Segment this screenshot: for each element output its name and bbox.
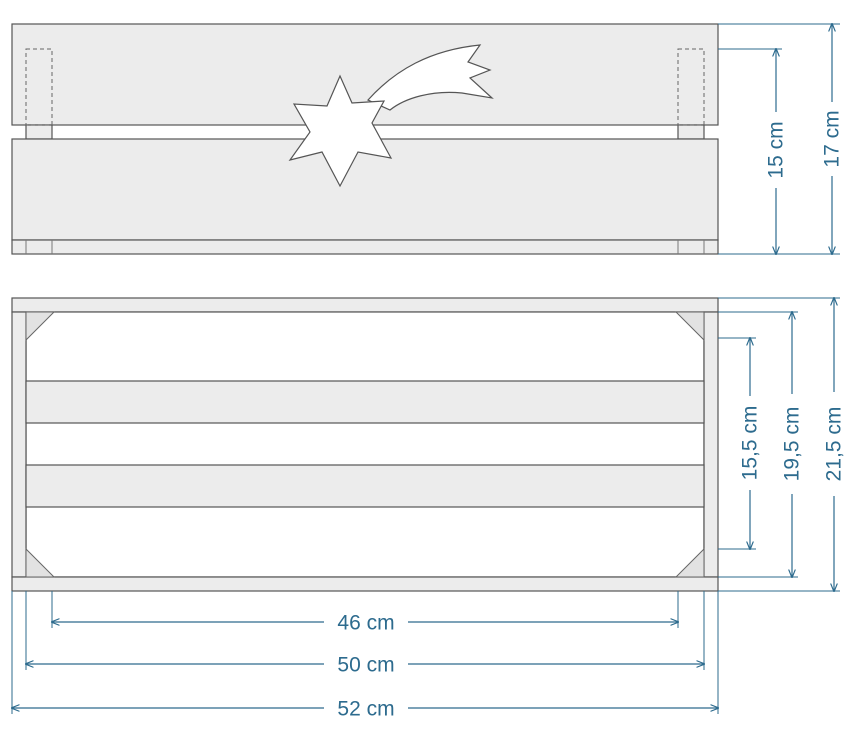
outer-length-label: 52 cm xyxy=(337,698,394,721)
floor-slat-2 xyxy=(25,464,705,508)
top-front-board xyxy=(11,576,719,592)
inner-depth-label: 15,5 cm xyxy=(739,406,762,481)
front-view xyxy=(11,23,719,255)
top-interior xyxy=(25,311,705,578)
top-length-dimensions: 46 cm 50 cm 52 cm xyxy=(12,591,718,721)
inner-height-label: 15 cm xyxy=(765,121,788,178)
top-view xyxy=(11,297,719,592)
corner-block-top-right xyxy=(674,311,705,342)
corner-block-top-left xyxy=(25,311,56,342)
top-depth-dimensions: 15,5 cm 19,5 cm 21,5 cm xyxy=(718,298,846,591)
floor-slat-1 xyxy=(25,380,705,424)
hidden-right-post xyxy=(677,48,705,126)
shooting-star-tail-icon xyxy=(367,44,494,111)
mid-length-label: 50 cm xyxy=(337,654,394,677)
front-dimensions: 15 cm 17 cm xyxy=(718,24,844,254)
inner-length-label: 46 cm xyxy=(337,612,394,635)
top-left-side xyxy=(11,311,27,578)
outer-height-label: 17 cm xyxy=(821,110,844,167)
outer-depth-label: 21,5 cm xyxy=(823,407,846,482)
hidden-left-post xyxy=(25,48,53,126)
front-right-post xyxy=(677,124,705,140)
corner-block-bottom-left xyxy=(25,547,56,578)
front-left-post xyxy=(25,124,53,140)
front-bottom-board xyxy=(11,138,719,241)
star-cutout-icon xyxy=(288,74,393,188)
top-back-board xyxy=(11,297,719,313)
front-base-strip xyxy=(11,239,719,255)
corner-block-bottom-right xyxy=(674,547,705,578)
mid-depth-label: 19,5 cm xyxy=(781,407,804,482)
top-right-side xyxy=(703,311,719,578)
